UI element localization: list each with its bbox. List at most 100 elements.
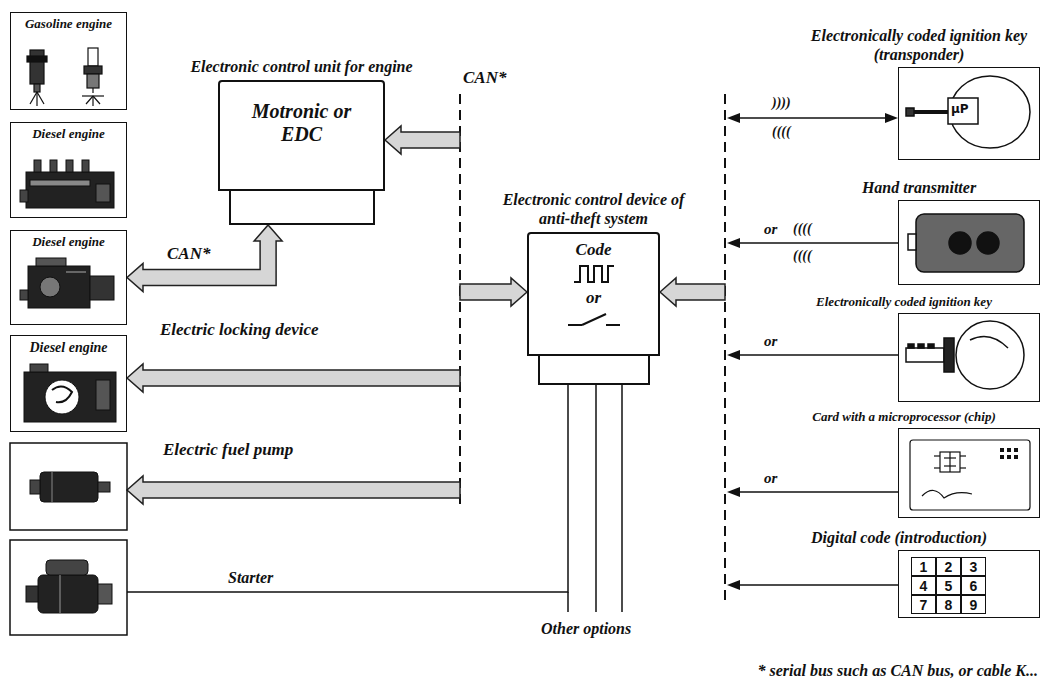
drawing-line — [86, 96, 93, 104]
drawing-g — [20, 258, 114, 308]
drawing-polyline — [574, 266, 614, 282]
annotation-label: Electric fuel pump — [163, 440, 293, 460]
drawing-g — [127, 385, 622, 612]
annotation-label: Starter — [228, 569, 273, 587]
box-text: Diesel engine — [29, 340, 107, 356]
drawing-path — [922, 490, 972, 498]
drawing-g — [30, 472, 110, 502]
keypad-key: 4 — [911, 576, 936, 595]
drawing-line — [934, 455, 940, 456]
box-text: Motronic or EDC — [242, 100, 362, 146]
drawing-path — [970, 336, 1008, 348]
picture-box: Hand transmitter — [898, 200, 1040, 285]
drawing-line — [737, 584, 898, 586]
drawing-polygon — [385, 126, 460, 154]
drawing-rect — [908, 234, 916, 250]
drawing-line — [737, 491, 898, 493]
annotation-label: Electric locking device — [160, 320, 332, 340]
drawing-g — [26, 560, 112, 613]
drawing-rect — [90, 276, 114, 300]
drawing-line — [934, 467, 940, 468]
annotation-label: CAN* — [463, 68, 506, 88]
annotation-label: or — [764, 221, 777, 238]
control-unit: Electronic control unit for engineMotron… — [218, 80, 385, 225]
drawing-rect — [1007, 448, 1011, 452]
annotation-label: (((( — [793, 221, 812, 237]
drawing-rect — [910, 440, 1030, 510]
keypad-key: 6 — [961, 576, 986, 595]
switch-symbol — [566, 311, 622, 329]
drawing-rect — [26, 586, 38, 602]
drawing-line — [737, 117, 888, 119]
drawing-g — [27, 48, 104, 106]
drawing-rect — [28, 266, 90, 308]
drawing-rect — [30, 180, 90, 186]
drawing-rect — [26, 172, 114, 208]
drawing-rect — [940, 452, 960, 472]
key-digit: 2 — [945, 560, 953, 574]
box-heading: Electronically coded ignition key — [769, 295, 1039, 310]
drawing-path — [52, 386, 72, 402]
drawing-rect — [30, 480, 40, 494]
drawing-rect — [84, 66, 102, 74]
drawing-polyline — [127, 385, 568, 592]
bus-arrow — [127, 225, 282, 292]
keypad-key: 2 — [936, 557, 961, 576]
keypad-key: 7 — [911, 595, 936, 614]
drawing-line — [60, 575, 61, 613]
drawing-line — [66, 272, 86, 273]
box-heading: Digital code (introduction) — [759, 529, 1039, 547]
picture-box: Electronically coded ignition key — [898, 313, 1040, 402]
keypad-key: 1 — [911, 557, 936, 576]
box-heading: Electronic control device of anti-theft … — [486, 191, 701, 228]
drawing-polygon — [727, 580, 740, 590]
drawing-rect — [40, 472, 98, 502]
annotation-label: or — [764, 333, 777, 350]
key-digit: 9 — [970, 598, 978, 612]
drawing-g — [1000, 448, 1018, 459]
drawing-ellipse — [956, 321, 1024, 389]
keypad-key: 5 — [936, 576, 961, 595]
drawing-rect — [944, 338, 954, 372]
drawing-line — [737, 242, 898, 244]
drawing-line — [37, 92, 44, 104]
drawing-rect — [906, 108, 914, 116]
drawing-rect — [98, 584, 112, 604]
drawing-rect — [948, 98, 978, 124]
box-heading: Card with a microprocessor (chip) — [769, 410, 1039, 425]
drawing-rect — [1000, 448, 1004, 452]
annotation-label: (((( — [772, 124, 791, 140]
control-unit: Electronic control device of anti-theft … — [527, 232, 660, 385]
drawing-line — [52, 472, 53, 502]
picture-box: Electronically coded ignition key (trans… — [898, 67, 1040, 160]
drawing-ellipse — [950, 76, 1030, 148]
drawing-rect — [30, 50, 44, 84]
annotation-label: * serial bus such as CAN bus, or cable K… — [540, 662, 1038, 680]
drawing-line — [30, 92, 37, 104]
keypad-key: 9 — [961, 595, 986, 614]
annotation-label: or — [764, 470, 777, 487]
drawing-rect — [20, 190, 28, 202]
drawing-rect — [88, 48, 98, 66]
drawing-rect — [27, 56, 47, 62]
annotation-label: µP — [951, 103, 969, 117]
box-text: Diesel engine — [32, 235, 105, 250]
annotation-label: (((( — [793, 248, 812, 264]
drawing-line — [621, 385, 623, 612]
drawing-rect — [30, 364, 48, 372]
drawing-line — [568, 324, 582, 326]
picture-box: Diesel engine — [10, 335, 127, 432]
drawing-rect — [96, 184, 110, 202]
box-heading: Electronically coded ignition key (trans… — [799, 27, 1039, 64]
keypad-key: 8 — [936, 595, 961, 614]
drawing-polygon — [727, 113, 740, 123]
drawing-rect — [928, 344, 934, 348]
picture-box: Diesel engine — [10, 230, 127, 325]
key-digit: 5 — [945, 579, 953, 593]
drawing-rect — [918, 344, 924, 348]
drawing-rect — [96, 380, 110, 410]
drawing-rect — [87, 74, 99, 88]
drawing-rect — [10, 443, 127, 530]
